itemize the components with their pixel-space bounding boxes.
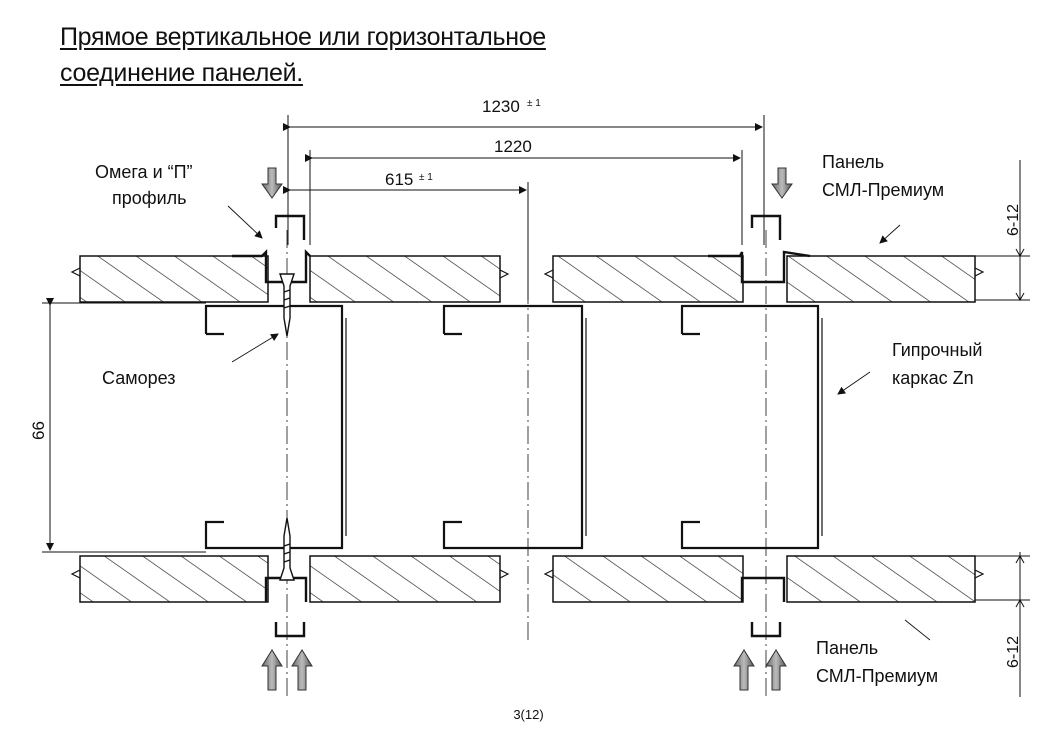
label-panel-top-line2: СМЛ-Премиум bbox=[822, 180, 944, 200]
bottom-panels bbox=[79, 555, 976, 603]
dimension-1230 bbox=[283, 115, 765, 245]
omega-profiles-top bbox=[232, 249, 811, 284]
panel-edge-marks bbox=[70, 267, 985, 579]
arrows-up-bottom bbox=[261, 649, 787, 691]
p-profiles bbox=[274, 214, 782, 638]
dimension-66 bbox=[42, 298, 206, 553]
dim-6-12-top-text: 6-12 bbox=[1005, 204, 1022, 236]
dim-1230-text: 1230 bbox=[482, 97, 520, 116]
dim-1220-text: 1220 bbox=[494, 137, 532, 156]
dim-615-text: 615 bbox=[385, 170, 413, 189]
label-omega-line1: Омега и “П” bbox=[95, 162, 193, 182]
label-omega-line2: профиль bbox=[112, 188, 187, 208]
leader-lines bbox=[227, 205, 931, 641]
page-number: 3(12) bbox=[513, 707, 544, 722]
label-panel-top-line1: Панель bbox=[822, 152, 884, 172]
frame-flanges bbox=[345, 318, 823, 536]
label-frame-line1: Гипрочный bbox=[892, 340, 982, 360]
screw-top bbox=[279, 273, 295, 337]
dim-6-12-bottom-text: 6-12 bbox=[1005, 636, 1022, 668]
screw-bottom bbox=[279, 517, 295, 581]
label-frame-line2: каркас Zn bbox=[892, 368, 974, 388]
dim-66-text: 66 bbox=[29, 421, 48, 440]
title-line-2: соединение панелей. bbox=[60, 59, 303, 87]
arrows-down-top bbox=[261, 167, 793, 199]
dimension-1220 bbox=[305, 150, 743, 245]
label-panel-bottom-line1: Панель bbox=[816, 638, 878, 658]
title-line-1: Прямое вертикальное или горизонтальное bbox=[60, 23, 546, 51]
dim-1230-tolerance: ± 1 bbox=[527, 98, 541, 109]
steel-frame bbox=[204, 304, 820, 550]
dim-615-tolerance: ± 1 bbox=[419, 172, 433, 183]
label-screw: Саморез bbox=[102, 368, 175, 388]
label-panel-bottom-line2: СМЛ-Премиум bbox=[816, 666, 938, 686]
top-panels bbox=[79, 255, 976, 303]
dimension-6-12-bottom bbox=[975, 552, 1030, 697]
dimension-6-12-top bbox=[975, 160, 1030, 302]
